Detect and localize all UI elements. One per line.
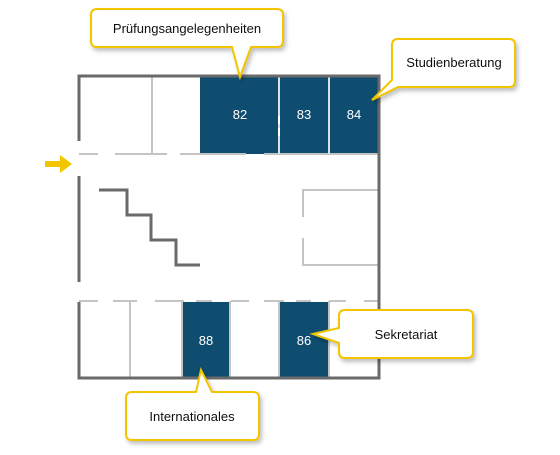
callout-label-studienberatung: Studienberatung [406,55,501,70]
inner-walls [79,76,379,378]
arrow-right-icon [45,155,72,173]
room-number-84: 84 [347,107,361,122]
staircase [99,188,200,267]
room-numbers: 82 83 84 88 86 [199,107,361,348]
room-number-83: 83 [297,107,311,122]
callout-label-pruefungsangelegenheiten: Prüfungsangelegenheiten [113,21,261,36]
callout-studienberatung: Studienberatung [371,38,516,101]
room-84[interactable] [329,76,379,154]
room-83[interactable] [279,76,329,154]
room-number-88: 88 [199,333,213,348]
callout-internationales: Internationales [125,367,260,441]
room-88[interactable] [182,302,230,378]
callout-pruefungsangelegenheiten: Prüfungsangelegenheiten [90,8,284,81]
room-82[interactable] [200,76,279,154]
outer-walls [77,74,381,380]
room-number-82: 82 [233,107,247,122]
callout-label-internationales: Internationales [149,409,235,424]
room-86[interactable] [279,302,329,378]
highlighted-rooms [182,76,379,378]
callout-label-sekretariat: Sekretariat [375,327,438,342]
callout-sekretariat: Sekretariat [309,309,474,359]
room-number-86: 86 [297,333,311,348]
